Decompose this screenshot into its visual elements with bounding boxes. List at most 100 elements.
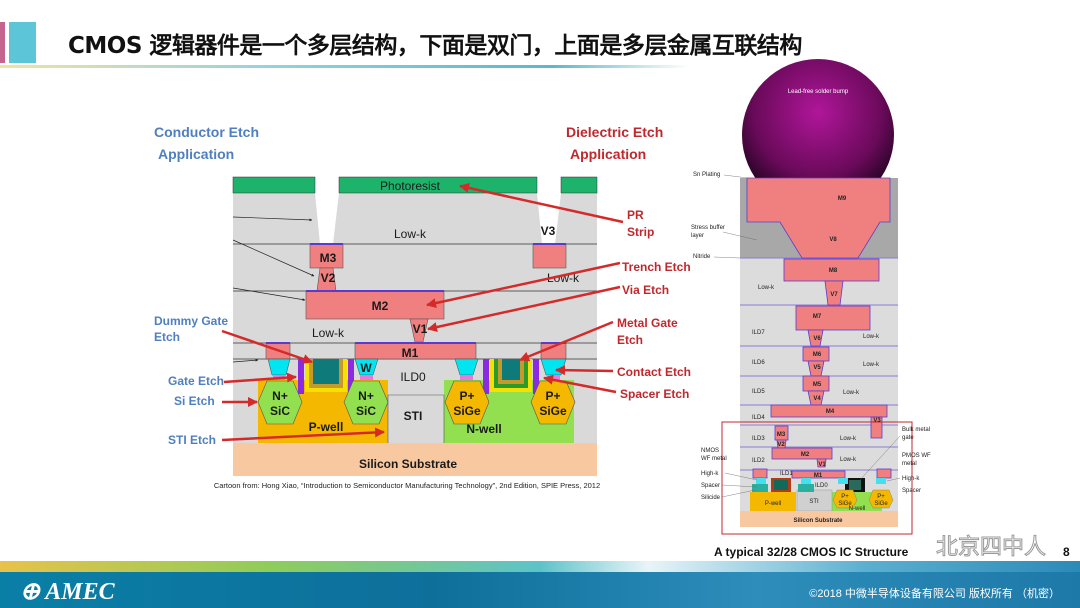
diagram-label: metal — [902, 461, 917, 467]
title-underline — [0, 65, 690, 68]
psige-label: P+ — [459, 389, 474, 403]
diagram-label: Spacer — [902, 488, 921, 494]
diagram-label: P+ — [877, 494, 885, 500]
diagram-label: Nitride — [693, 254, 711, 260]
solder-bump — [742, 59, 894, 178]
diagram-label: V6 — [813, 336, 821, 342]
solder-bump-label: Lead-free solder bump — [788, 89, 849, 95]
source-drain — [257, 380, 576, 425]
dielectric-etch-heading: Dielectric Etch — [566, 124, 663, 140]
diagram-label: M4 — [826, 409, 835, 415]
w-label: W — [360, 361, 372, 375]
psige-label: P+ — [545, 389, 560, 403]
watermark: 北京四中人 — [935, 534, 1047, 560]
via-opening — [315, 193, 339, 244]
photoresist-label: Photoresist — [380, 179, 441, 193]
diagram-label: N-well — [849, 506, 866, 512]
nsic-label: SiC — [356, 404, 376, 418]
diagram-label: ILD2 — [752, 458, 765, 464]
diagram-label: Sn Plating — [693, 172, 720, 178]
diagram-label: V5 — [813, 365, 821, 371]
diagram-label: High-k — [902, 476, 920, 482]
diagram-label: M1 — [814, 473, 823, 479]
pwell-label: P-well — [309, 420, 344, 434]
diagram-label: M8 — [829, 268, 838, 274]
lowk-label: Low-k — [312, 326, 345, 340]
diagram-label: Spacer — [701, 483, 720, 489]
gate-etch-label: Gate Etch — [168, 374, 224, 388]
substrate-label: Silicon Substrate — [359, 457, 457, 471]
pr-strip-label: PR — [627, 208, 644, 222]
diagram-label: M3 — [777, 432, 786, 438]
diagram-label: Low-k — [863, 334, 880, 340]
sti-label: STI — [404, 409, 423, 423]
cmos-cross-section: Photoresist Low-k V3 Low-k M3 V2 M2 V1 L… — [232, 176, 598, 476]
dummy-gate-etch-label: Dummy Gate — [154, 314, 228, 328]
diagram-label: V4 — [813, 396, 821, 402]
page-number: 8 — [1063, 545, 1070, 559]
diagram-label: V7 — [830, 292, 838, 298]
sti-etch-label: STI Etch — [168, 433, 216, 447]
nsic-label: SiC — [270, 404, 290, 418]
diagram-label: ILD3 — [752, 436, 765, 442]
diagram-label: Low-k — [758, 285, 775, 291]
diagram-label: ILD5 — [752, 389, 765, 395]
pmos-gate — [483, 359, 539, 394]
lowk-label: Low-k — [394, 227, 427, 241]
ild0-label: ILD0 — [400, 370, 426, 384]
slide-title: CMOS 逻辑器件是一个多层结构，下面是双门，上面是多层金属互联结构 — [68, 33, 802, 59]
copyright: ©2018 中微半导体设备有限公司 版权所有 （机密） — [809, 588, 1060, 600]
dielectric-etch-heading: Application — [570, 146, 646, 162]
diagram-label: SiGe — [838, 501, 852, 507]
m3-label: M3 — [320, 251, 337, 265]
diagram-label: ILD7 — [752, 330, 765, 336]
figure-caption: Cartoon from: Hong Xiao, “Introduction t… — [214, 481, 600, 490]
diagram-label: V2 — [777, 442, 785, 448]
nsic-label: N+ — [272, 389, 288, 403]
diagram-label: NMOS — [701, 448, 719, 454]
pointer-lines — [232, 216, 315, 363]
photoresist — [232, 176, 598, 194]
diagram-label: Low-k — [843, 390, 860, 396]
dielectric-labels: PR Strip Trench Etch Via Etch Metal Gate… — [617, 208, 691, 401]
diagram-label: gate — [902, 435, 914, 441]
m1-label: M1 — [402, 346, 419, 360]
diagram-label: Low-k — [840, 436, 857, 442]
nmos-gate — [298, 359, 354, 394]
logo-icon: ⊕ — [20, 579, 41, 605]
si-etch-label: Si Etch — [174, 394, 215, 408]
diagram-label: M5 — [813, 382, 822, 388]
silicon-substrate — [233, 443, 597, 476]
nwell-label: N-well — [466, 422, 501, 436]
diagram-label: M7 — [813, 314, 822, 320]
via-etch-label: Via Etch — [622, 283, 669, 297]
m2-label: M2 — [372, 299, 389, 313]
pr-strip-label: Strip — [627, 225, 654, 239]
diagram-label: WF metal — [701, 456, 727, 462]
title-accent-pink — [0, 22, 5, 63]
diagram-label: P-well — [765, 501, 781, 507]
diagram-label: Stress buffer — [691, 225, 725, 231]
psige-label: SiGe — [453, 404, 481, 418]
diagram-label: V8 — [829, 237, 837, 243]
diagram-label: Low-k — [840, 457, 857, 463]
stack-caption: A typical 32/28 CMOS IC Structure — [714, 545, 909, 559]
psige-label: SiGe — [539, 404, 567, 418]
diagram-label: ILD0 — [815, 483, 828, 489]
logo-text: AMEC — [45, 579, 115, 605]
amec-logo: ⊕ AMEC — [20, 577, 115, 606]
diagram-label: M9 — [838, 196, 847, 202]
diagram-label: ILD4 — [752, 415, 765, 421]
diagram-label: M2 — [801, 452, 810, 458]
conductor-labels: Dummy Gate Etch Gate Etch Si Etch STI Et… — [154, 314, 228, 447]
diagram-label: PMOS WF — [902, 453, 931, 459]
trench-etch-label: Trench Etch — [622, 260, 691, 274]
stack-labels: M9 V8 M8 V7 M7 V6 M6 V5 M5 V4 M4 V3 M3 V… — [691, 172, 931, 524]
diagram-label: Low-k — [863, 362, 880, 368]
title-accent-cyan — [9, 22, 36, 63]
contact-etch-label: Contact Etch — [617, 365, 691, 379]
red-arrows — [221, 183, 624, 442]
footer-stripe — [0, 561, 1080, 572]
diagram-label: layer — [691, 233, 704, 239]
v1-label: V1 — [413, 322, 428, 336]
